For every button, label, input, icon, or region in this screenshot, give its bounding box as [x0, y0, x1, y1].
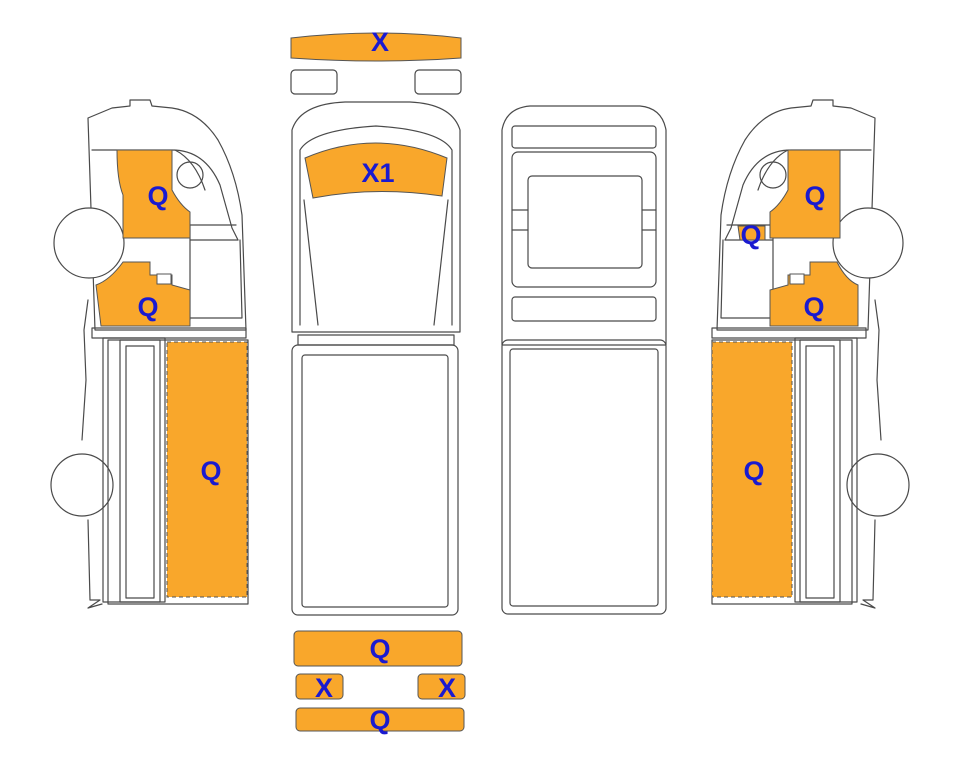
rear-right-corner-label: X: [438, 673, 456, 703]
rear-wheel: [50, 453, 114, 517]
roof-view: [501, 105, 667, 615]
right-cargo-side-panel: [711, 341, 793, 598]
left-upper-door-panel: [116, 149, 191, 239]
rear-left-corner: [295, 673, 344, 700]
left-lower-panel-label: Q: [137, 292, 158, 322]
rear-left-corner-label: X: [315, 673, 333, 703]
right-upper-door-panel: [769, 149, 841, 239]
rear-upper-bar-label: Q: [369, 634, 390, 664]
right-mirror-label: Q: [740, 220, 761, 250]
left-cargo-side-panel: [166, 341, 248, 598]
front-bumper-strip: [290, 32, 462, 62]
left-headlight: [290, 69, 338, 95]
front-wheel: [53, 207, 125, 279]
right-rear-wheel: [846, 453, 910, 517]
right-cargo-side-label: Q: [743, 456, 764, 486]
windshield-label: X1: [361, 158, 394, 188]
rear-right-corner: [417, 673, 466, 700]
right-upper-door-label: Q: [804, 181, 825, 211]
rear-lower-bar-label: Q: [369, 705, 390, 735]
rear-panels: Q X X Q: [293, 630, 466, 735]
right-headlight: [414, 69, 462, 95]
rear-lower-bar: [295, 707, 465, 732]
right-front-wheel: [832, 207, 904, 279]
left-side-view: Q Q Q: [50, 99, 249, 609]
left-upper-door-label: Q: [147, 181, 168, 211]
rear-upper-bar: [293, 630, 463, 667]
left-cargo-side-label: Q: [200, 456, 221, 486]
right-mirror-panel: [737, 225, 766, 241]
right-side-view: Q Q Q Q: [711, 99, 910, 609]
front-top-view: X X1: [290, 27, 462, 616]
front-bumper-label: X: [371, 27, 389, 57]
windshield-panel: [304, 142, 448, 199]
right-lower-panel-label: Q: [803, 292, 824, 322]
